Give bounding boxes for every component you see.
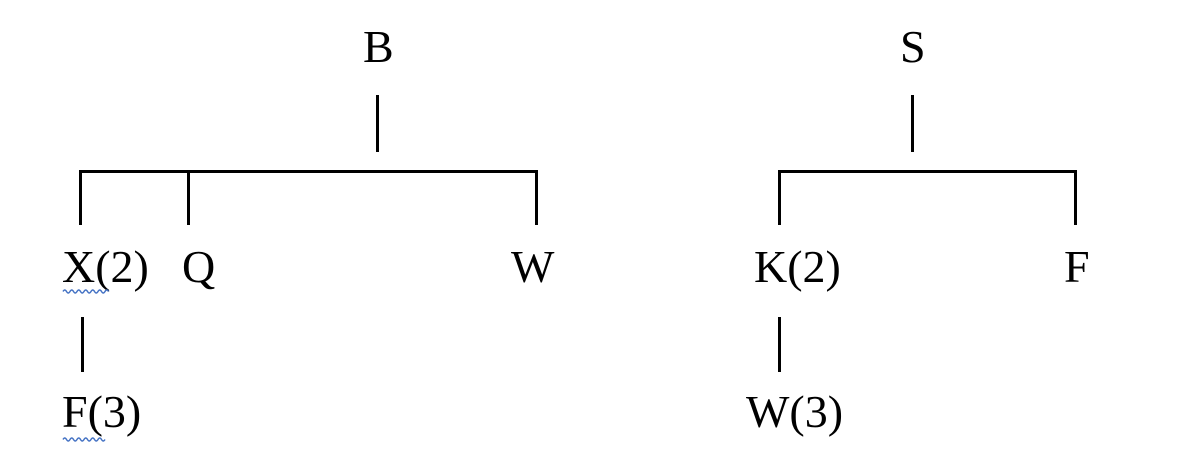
tree-right-drop-line-k2 xyxy=(778,170,781,225)
tree-left-child-x2-label: X(2) xyxy=(62,241,149,292)
tree-right-root-stem-line xyxy=(911,95,914,152)
tree-right-root-label: S xyxy=(900,21,926,72)
tree-right-k2-child-stem-line xyxy=(778,317,781,372)
tree-right-grandchild-w3-label: W(3) xyxy=(746,386,844,437)
tree-left-drop-line-q xyxy=(187,170,190,225)
tree-left-sibling-bar-line xyxy=(79,170,538,173)
tree-left-root-stem-line xyxy=(376,95,379,152)
tree-left-x2-child-stem-line xyxy=(81,317,84,372)
tree-left-drop-line-w xyxy=(535,170,538,225)
tree-right-child-k2-label: K(2) xyxy=(754,241,841,292)
tree-left-drop-line-x2 xyxy=(79,170,82,225)
tree-left-child-q-label: Q xyxy=(182,241,216,292)
tree-right-child-f-label: F xyxy=(1064,241,1090,292)
spellcheck-squiggle-f3 xyxy=(62,437,106,442)
spellcheck-squiggle-x2 xyxy=(62,289,110,294)
tree-left-grandchild-f3-label: F(3) xyxy=(62,386,142,437)
tree-right-sibling-bar-line xyxy=(778,170,1077,173)
tree-right-drop-line-f xyxy=(1074,170,1077,225)
tree-left-child-w-label: W xyxy=(511,241,555,292)
tree-left-root-label: B xyxy=(363,21,394,72)
